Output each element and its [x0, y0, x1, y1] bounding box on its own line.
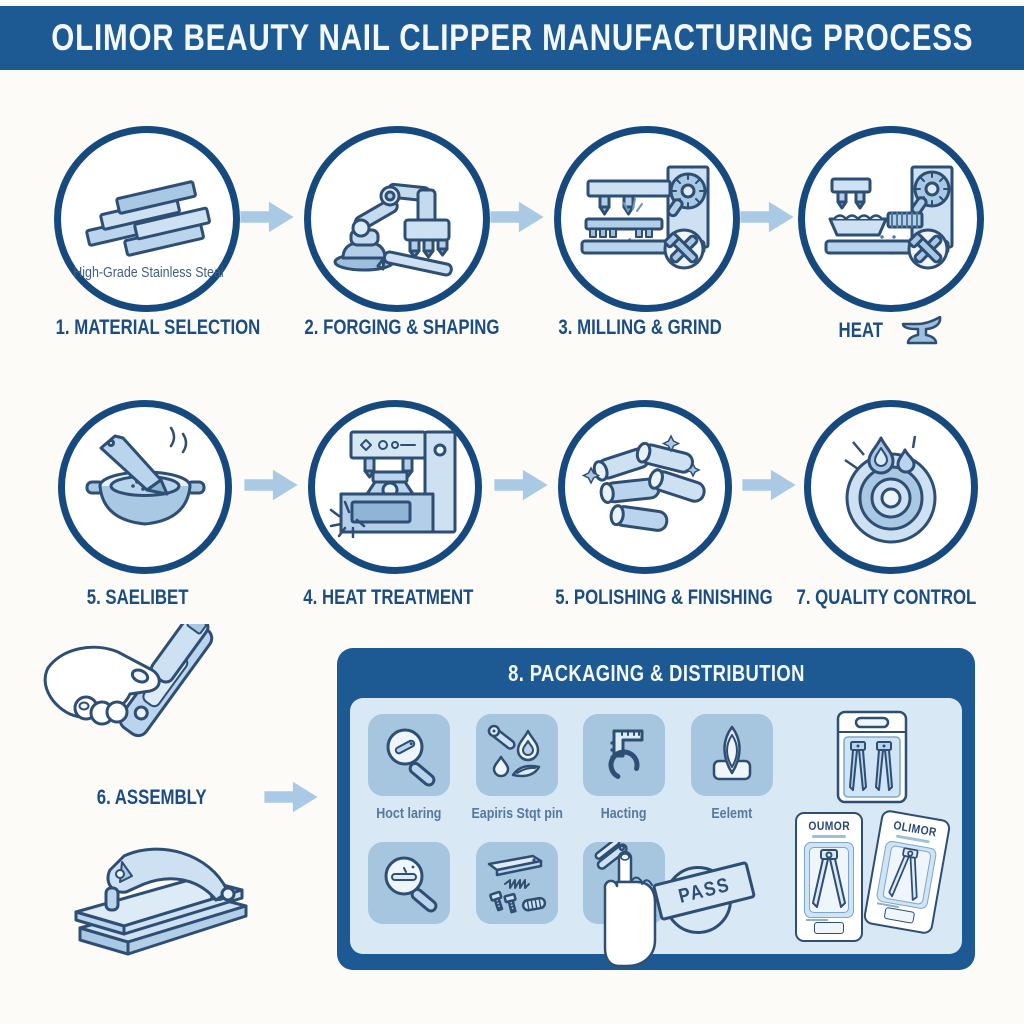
blister-pack-a: OUMOR [795, 812, 863, 942]
flow-arrow [494, 469, 548, 501]
tile-label-4: Eelemt [711, 806, 753, 822]
step-label-5b: 5. POLISHING & FINISHING [555, 586, 773, 609]
flow-arrow [240, 201, 294, 233]
milling-machine-icon [580, 165, 710, 270]
step-circle-heat-grind [798, 126, 984, 312]
tile-hand-clipping [583, 842, 665, 968]
tile-nail-tip [691, 714, 773, 796]
polished-parts-icon [581, 434, 706, 532]
step-label-5a: 5. SAELIBET [87, 586, 189, 609]
tile-clipper-parts [476, 842, 558, 924]
step-label-1: 1. MATERIAL SELECTION [55, 316, 261, 339]
nail-tip-icon [712, 725, 752, 781]
robotic-press-arm-icon [333, 182, 453, 277]
step-circle-milling [554, 126, 740, 312]
press-furnace-icon [329, 430, 457, 539]
inspection-target-flame-icon [844, 435, 937, 544]
clipper-silhouette-icon [888, 847, 919, 901]
step-circle-material: High-Grade Stainless Steal [54, 126, 240, 312]
step-label-3: 3. MILLING & GRIND [558, 316, 722, 339]
pack-b-badge [883, 906, 916, 924]
magnifier-inspect-icon [384, 856, 438, 913]
pack-a-smallprint [806, 919, 828, 921]
steel-ingots-icon [85, 180, 211, 257]
clipper-parts-screws-icon [487, 854, 547, 914]
caliper-gauge-icon [608, 729, 644, 781]
anvil-icon [901, 316, 942, 345]
tile-label-3: Hacting [601, 806, 647, 822]
pack-b-window [875, 839, 938, 910]
flow-arrow [264, 781, 318, 813]
step-label-7: 7. QUALITY CONTROL [796, 586, 977, 609]
step-label-heat: HEAT [778, 316, 998, 346]
hanging-card-icon [836, 710, 908, 804]
blister-pack-b: OLIMOR [862, 808, 952, 936]
header-banner: OLIMOR BEAUTY NAIL CLIPPER MANUFACTURING… [0, 6, 1024, 70]
tile-torch-flames [476, 714, 558, 796]
material-caption: High-Grade Stainless Steal [73, 265, 224, 281]
pack-a-subtitle-line [812, 835, 846, 838]
flow-arrow [490, 201, 544, 233]
tile-magnifier-clipper [368, 714, 450, 796]
pack-a-badge [814, 922, 844, 934]
step-circle-forging [304, 126, 490, 312]
tile-label-1: Hoct laring [376, 806, 442, 822]
step-circle-quality [804, 400, 978, 574]
tile-magnifier-inspect [368, 842, 450, 924]
step-circle-quench [58, 400, 232, 574]
step-label-4: 4. HEAT TREATMENT [302, 586, 474, 609]
assembled-clipper-icon [74, 847, 248, 956]
assembly-label: 6. ASSEMBLY [97, 786, 207, 809]
grinding-machine-icon [824, 165, 954, 270]
clipper-silhouette-icon [812, 849, 846, 908]
packaging-title: 8. PACKAGING & DISTRIBUTION [507, 660, 805, 686]
magnifier-clipper-icon [386, 728, 436, 787]
page-title: OLIMOR BEAUTY NAIL CLIPPER MANUFACTURING… [50, 17, 974, 58]
step-circle-polishing [558, 400, 732, 574]
flow-arrow [740, 201, 794, 233]
tile-label-2: Eapiris Stqt pin [471, 806, 563, 822]
flow-arrow [244, 469, 298, 501]
quenching-bowl-icon [85, 426, 206, 526]
pack-a-brand: OUMOR [808, 819, 850, 833]
flow-arrow [742, 469, 796, 501]
pack-a-window [804, 842, 854, 918]
hand-clipping-nail-icon [594, 842, 657, 968]
step-label-2: 2. FORGING & SHAPING [304, 316, 500, 339]
hand-holding-clipper-icon [43, 624, 214, 738]
step-circle-heat-treatment [308, 400, 482, 574]
tile-caliper-gauge [583, 714, 665, 796]
torch-flames-icon [487, 724, 541, 778]
